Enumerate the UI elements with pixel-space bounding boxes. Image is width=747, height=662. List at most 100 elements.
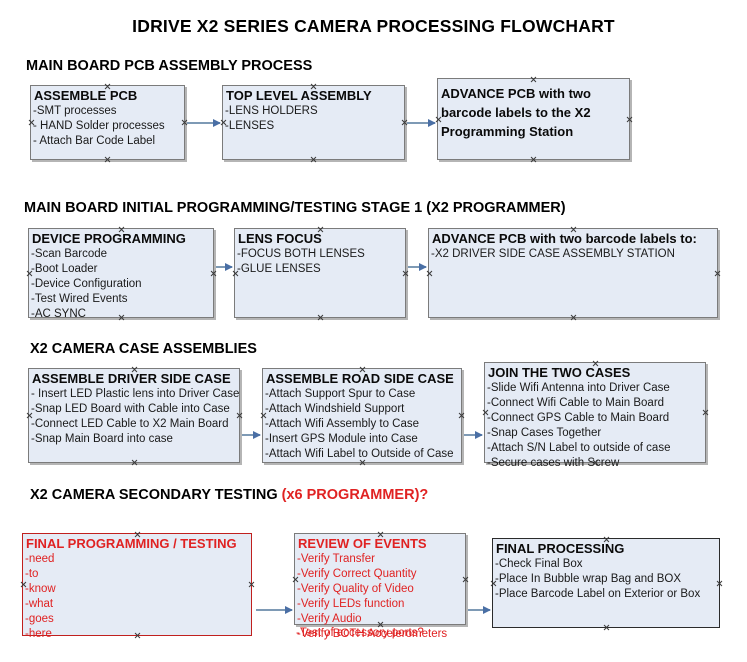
box-line: -goes [25, 613, 54, 625]
box-final-processing[interactable]: FINAL PROCESSING -Check Final Box -Place… [492, 538, 720, 628]
connector-handle-bottom[interactable] [317, 314, 324, 321]
box-line: -SMT processes [33, 105, 117, 117]
box-line-list: -Attach Support Spur to Case -Attach Win… [263, 387, 461, 462]
arrow-3-1-to-3-2 [242, 430, 261, 439]
overflow-text-review-of-events: -Test of accessory ports? [296, 627, 424, 639]
connector-handle-bottom[interactable] [603, 624, 610, 631]
box-line: -AC SYNC [31, 308, 86, 320]
box-title: JOIN THE TWO CASES [488, 365, 631, 380]
box-assemble-road-side-case[interactable]: ASSEMBLE ROAD SIDE CASE -Attach Support … [262, 368, 462, 463]
box-line: -Check Final Box [495, 558, 583, 570]
box-line: -Verify Quality of Video [297, 583, 414, 595]
box-line: - HAND Solder processes [33, 120, 165, 132]
box-review-of-events[interactable]: REVIEW OF EVENTS -Verify Transfer -Verif… [294, 533, 466, 640]
section-heading-3-text: X2 CAMERA CASE ASSEMBLIES [30, 341, 257, 357]
connector-handle-right[interactable] [714, 270, 721, 277]
box-line-list: -LENS HOLDERS -LENSES [223, 104, 404, 134]
box-line: -Snap Main Board into case [31, 433, 173, 445]
arrow-1-1-to-1-2 [187, 118, 221, 127]
section-heading-1: MAIN BOARD PCB ASSEMBLY PROCESS [26, 58, 312, 74]
box-line-list: -Slide Wifi Antenna into Driver Case -Co… [485, 381, 705, 471]
box-line: - Attach Bar Code Label [33, 135, 156, 147]
box-line: -Verify Correct Quantity [297, 568, 417, 580]
box-title: FINAL PROCESSING [496, 541, 625, 556]
box-line: -Verify Transfer [297, 553, 375, 565]
section-heading-3: X2 CAMERA CASE ASSEMBLIES [30, 341, 257, 357]
connector-handle-bottom[interactable] [570, 314, 577, 321]
box-line: -Device Configuration [31, 278, 142, 290]
box-line: -Attach Windshield Support [265, 403, 405, 415]
page-title: IDRIVE X2 SERIES CAMERA PROCESSING FLOWC… [132, 16, 615, 36]
arrow-2-2-to-2-3 [408, 262, 427, 271]
box-title: ADVANCE PCB with two barcode labels to t… [441, 86, 591, 139]
box-line: -Verify BOTH Accelerometers [297, 628, 448, 640]
box-title: ADVANCE PCB with two barcode labels to: [432, 231, 697, 246]
box-line: -Test Wired Events [31, 293, 128, 305]
section-heading-2: MAIN BOARD INITIAL PROGRAMMING/TESTING S… [24, 200, 566, 216]
box-title: LENS FOCUS [238, 231, 322, 246]
box-line: -know [25, 583, 56, 595]
box-line-list: -need -to -know -what -goes -here [23, 552, 251, 642]
box-final-programming-testing[interactable]: FINAL PROGRAMMING / TESTING -need -to -k… [22, 533, 252, 640]
section-heading-4-text: X2 CAMERA SECONDARY TESTING [30, 487, 282, 503]
connector-handle-bottom[interactable] [530, 156, 537, 163]
box-line: -Attach Wifi Assembly to Case [265, 418, 420, 430]
box-line: -Place Barcode Label on Exterior or Box [495, 588, 701, 600]
box-advance-pcb-programming-station[interactable]: ADVANCE PCB with two barcode labels to t… [437, 78, 630, 160]
box-lens-focus[interactable]: LENS FOCUS -FOCUS BOTH LENSES -GLUE LENS… [234, 228, 406, 318]
section-heading-4-accent: (x6 PROGRAMMER)? [281, 487, 429, 503]
box-title: TOP LEVEL ASSEMBLY [226, 88, 372, 103]
box-line: -LENS HOLDERS [225, 105, 318, 117]
box-line-list: -SMT processes - HAND Solder processes -… [31, 104, 184, 149]
section-heading-2-text: MAIN BOARD INITIAL PROGRAMMING/TESTING S… [24, 200, 566, 216]
connector-handle-left[interactable] [426, 270, 433, 277]
box-device-programming[interactable]: DEVICE PROGRAMMING -Scan Barcode -Boot L… [28, 228, 214, 320]
box-line: - Insert LED Plastic lens into Driver Ca… [31, 388, 240, 400]
box-line: -Secure cases with Screw [487, 457, 620, 469]
connector-handle-bottom[interactable] [310, 156, 317, 163]
box-join-the-two-cases[interactable]: JOIN THE TWO CASES -Slide Wifi Antenna i… [484, 362, 706, 469]
box-assemble-pcb[interactable]: ASSEMBLE PCB -SMT processes - HAND Solde… [30, 85, 185, 160]
arrow-4-2-to-4-3 [468, 605, 491, 614]
box-line: -what [25, 598, 54, 610]
box-line-list: - Insert LED Plastic lens into Driver Ca… [29, 387, 239, 447]
box-title: ASSEMBLE PCB [34, 88, 138, 103]
box-line-list: -FOCUS BOTH LENSES -GLUE LENSES [235, 247, 405, 277]
box-title: ASSEMBLE ROAD SIDE CASE [266, 371, 454, 386]
section-heading-4: X2 CAMERA SECONDARY TESTING (x6 PROGRAMM… [30, 487, 428, 503]
box-line: -Snap Cases Together [487, 427, 602, 439]
box-line: -Connect LED Cable to X2 Main Board [31, 418, 229, 430]
box-line: -Verify Audio [297, 613, 362, 625]
box-line: -to [25, 568, 39, 580]
box-line-list: -X2 DRIVER SIDE CASE ASSEMBLY STATION [429, 247, 717, 262]
box-line: -Connect Wifi Cable to Main Board [487, 397, 665, 409]
arrow-3-2-to-3-3 [464, 430, 483, 439]
box-assemble-driver-side-case[interactable]: ASSEMBLE DRIVER SIDE CASE - Insert LED P… [28, 368, 240, 463]
box-line: -Place In Bubble wrap Bag and BOX [495, 573, 682, 585]
box-title: FINAL PROGRAMMING / TESTING [26, 536, 237, 551]
box-line: -Insert GPS Module into Case [265, 433, 418, 445]
arrow-4-1-to-4-2 [256, 605, 293, 614]
box-line: -LENSES [225, 120, 275, 132]
box-top-level-assembly[interactable]: TOP LEVEL ASSEMBLY -LENS HOLDERS -LENSES [222, 85, 405, 160]
box-line: -FOCUS BOTH LENSES [237, 248, 365, 260]
box-advance-pcb-driver-side-station[interactable]: ADVANCE PCB with two barcode labels to: … [428, 228, 718, 318]
box-title: REVIEW OF EVENTS [298, 536, 427, 551]
arrow-1-2-to-1-3 [407, 118, 436, 127]
section-heading-1-text: MAIN BOARD PCB ASSEMBLY PROCESS [26, 58, 313, 74]
box-title: DEVICE PROGRAMMING [32, 231, 186, 246]
box-line: -Verify LEDs function [297, 598, 405, 610]
box-line: -Connect GPS Cable to Main Board [487, 412, 670, 424]
box-line: -Attach Support Spur to Case [265, 388, 416, 400]
box-line: -GLUE LENSES [237, 263, 321, 275]
box-line: -Boot Loader [31, 263, 98, 275]
box-line: -X2 DRIVER SIDE CASE ASSEMBLY STATION [431, 248, 675, 260]
box-line-list: -Verify Transfer -Verify Correct Quantit… [295, 552, 465, 642]
box-line: -Scan Barcode [31, 248, 108, 260]
connector-handle-bottom[interactable] [104, 156, 111, 163]
box-line-list: -Scan Barcode -Boot Loader -Device Confi… [29, 247, 213, 322]
box-line: -Attach Wifi Label to Outside of Case [265, 448, 454, 460]
box-line: -Slide Wifi Antenna into Driver Case [487, 382, 670, 394]
connector-handle-bottom[interactable] [131, 459, 138, 466]
